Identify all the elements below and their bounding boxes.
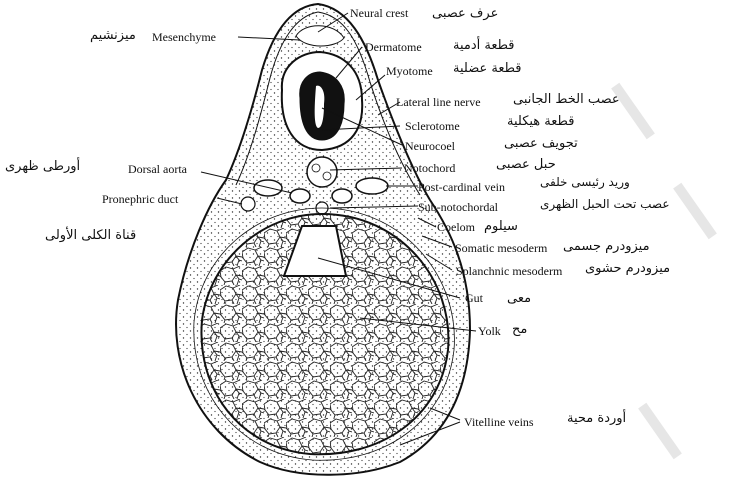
label-pronephric-duct-en: Pronephric duct <box>102 193 178 205</box>
label-vitelline-veins-en: Vitelline veins <box>464 416 534 428</box>
label-mesenchyme-ar: ميزنشيم <box>90 29 136 42</box>
post-cardinal-vein-right <box>356 178 388 194</box>
notochord-shape <box>307 157 337 187</box>
label-yolk-en: Yolk <box>478 325 501 337</box>
label-sub-notochordal-ar: عصب تحت الحبل الظهرى <box>540 198 670 210</box>
label-neurocoel-ar: تجويف عصبى <box>504 137 578 150</box>
dorsal-aorta-left <box>290 189 310 203</box>
label-somatic-mesoderm-en: Somatic mesoderm <box>455 242 547 254</box>
label-coelom-ar: سيلوم <box>484 220 518 233</box>
label-post-cardinal-vein-en: Post-cardinal vein <box>418 181 505 193</box>
label-sub-notochordal-en: Sub-notochordal <box>418 201 498 213</box>
label-splanchnic-mesoderm-en: Splanchnic mesoderm <box>456 265 562 277</box>
label-neural-crest-en: Neural crest <box>350 7 408 19</box>
label-lateral-line-nerve-en: Lateral line nerve <box>396 96 481 108</box>
label-dermatome-ar: قطعة أدمية <box>453 39 515 52</box>
label-gut-ar: معى <box>507 292 531 305</box>
label-notochord-en: Notochord <box>404 162 455 174</box>
label-gut-en: Gut <box>465 292 483 304</box>
label-pronephric-duct-ar: قناة الكلى الأولى <box>45 229 136 242</box>
post-cardinal-vein-left <box>254 180 282 196</box>
label-vitelline-veins-ar: أوردة محية <box>567 412 626 425</box>
label-notochord-ar: حبل عصبى <box>496 158 556 171</box>
label-lateral-line-nerve-ar: عصب الخط الجانبى <box>513 93 620 106</box>
label-yolk-ar: مح <box>512 323 527 336</box>
label-sclerotome-ar: قطعة هيكلية <box>507 115 574 128</box>
dorsal-aorta-right <box>332 189 352 203</box>
label-myotome-ar: قطعة عضلية <box>453 62 521 75</box>
label-neural-crest-ar: عرف عصبى <box>432 7 498 20</box>
label-dermatome-en: Dermatome <box>365 41 422 53</box>
label-coelom-en: Coelom <box>437 221 475 233</box>
label-sclerotome-en: Sclerotome <box>405 120 460 132</box>
label-mesenchyme-en: Mesenchyme <box>152 31 216 43</box>
label-dorsal-aorta-en: Dorsal aorta <box>128 163 187 175</box>
label-dorsal-aorta-ar: أورطى ظهرى <box>5 160 80 173</box>
pronephric-duct-shape <box>241 197 255 211</box>
label-myotome-en: Myotome <box>386 65 433 77</box>
label-post-cardinal-vein-ar: وريد رئيسى خلفى <box>540 176 630 188</box>
label-somatic-mesoderm-ar: ميزودرم جسمى <box>563 240 650 253</box>
label-splanchnic-mesoderm-ar: ميزودرم حشوى <box>585 262 670 275</box>
label-neurocoel-en: Neurocoel <box>405 140 455 152</box>
